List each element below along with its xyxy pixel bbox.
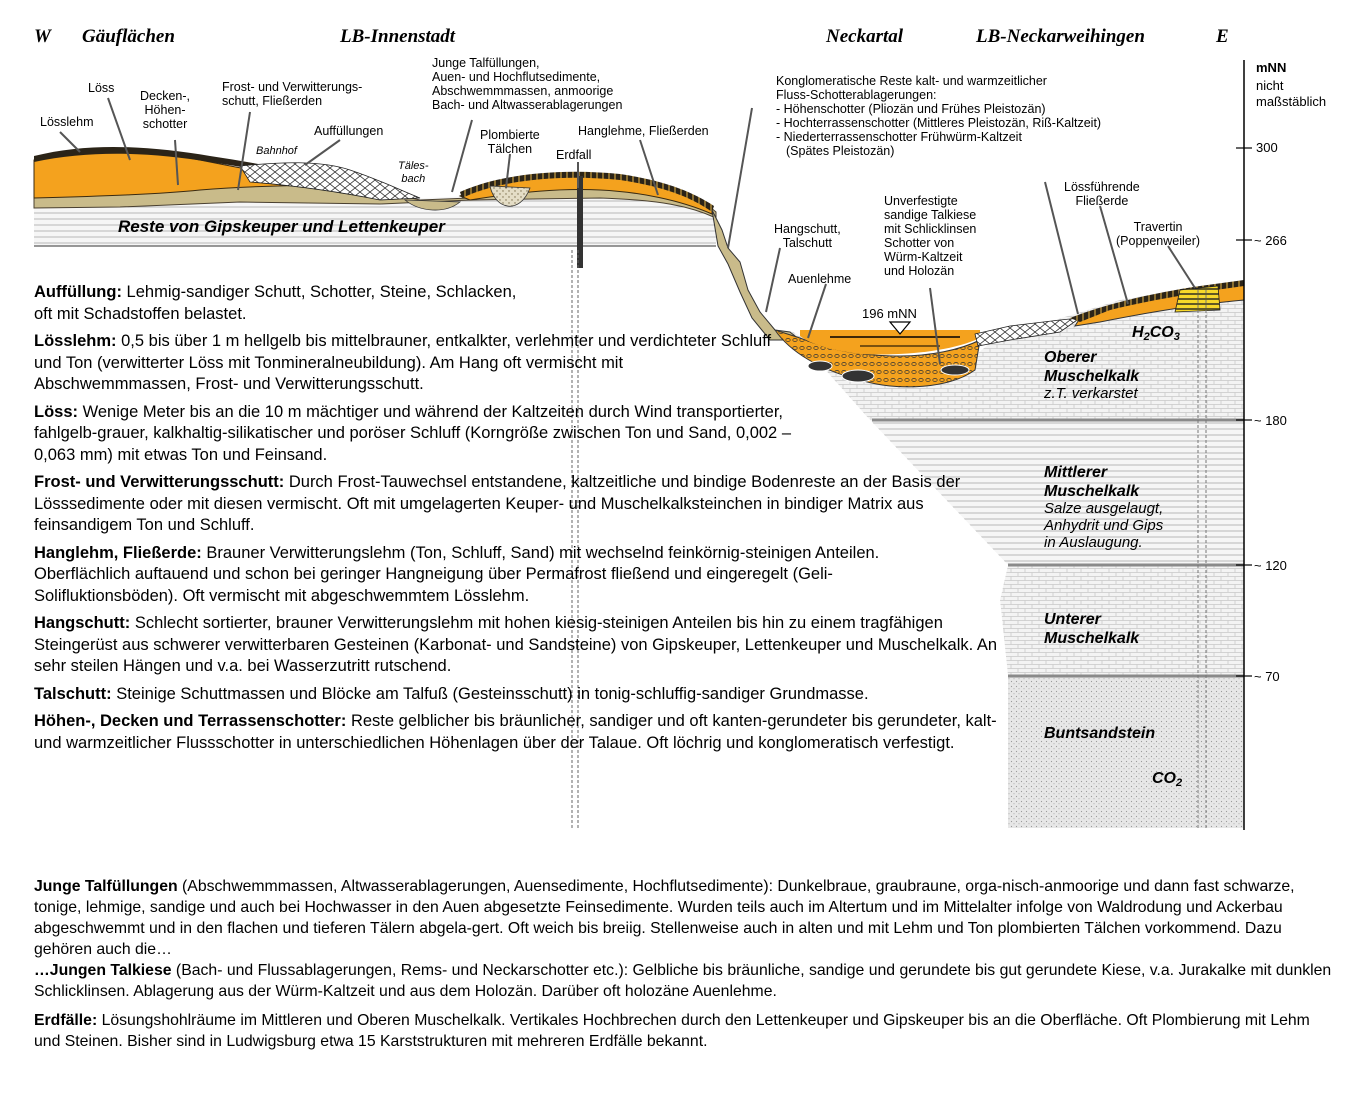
desc-frostschutt: Frost- und Verwitterungsschutt: Durch Fr…	[34, 473, 961, 534]
chem-h2co3: H2CO3	[1132, 324, 1180, 343]
water-level-marker	[888, 321, 912, 335]
header-west: W	[34, 26, 51, 47]
label-taelesbach: Täles-bach	[398, 160, 429, 185]
layer-oberer-note: z.T. verkarstet	[1044, 385, 1138, 402]
desc-hangschutt: Hangschutt: Schlecht sortierter, brauner…	[34, 614, 998, 675]
bottom-description-block: Junge Talfüllungen (Abschwemmmassen, Alt…	[34, 876, 1334, 1052]
erdfall-pipe	[577, 176, 583, 268]
description-block: Auffüllung: Lehmig-sandiger Schutt, Scho…	[34, 282, 1024, 754]
label-hangschutt: Hangschutt,Talschutt	[774, 222, 841, 250]
schlicklinse-2	[841, 369, 875, 383]
mittlerer-muschelkalk-layer	[870, 420, 1244, 565]
layer-buntsandstein: Buntsandstein	[1044, 725, 1156, 742]
desc-talschutt: Talschutt: Steinige Schuttmassen und Blö…	[34, 684, 869, 703]
buntsandstein-layer	[1008, 676, 1244, 828]
label-loesslehm: Lösslehm	[40, 115, 94, 129]
label-junge-talfuellungen: Junge Talfüllungen,Auen- und Hochflutsed…	[432, 56, 623, 112]
muschelkalk-left-bg	[34, 246, 1008, 828]
label-loess: Löss	[88, 81, 115, 95]
desc-loesslehm: Lösslehm: 0,5 bis über 1 m hellgelb bis …	[34, 332, 772, 393]
label-frostschutt: Frost- und Verwitterungs-schutt, Fließer…	[222, 80, 363, 108]
label-decken: Decken-,Höhen-schotter	[140, 89, 191, 131]
header-innenstadt: LB-Innenstadt	[340, 26, 456, 47]
label-travertin: Travertin(Poppenweiler)	[1116, 220, 1201, 248]
tick-300: 300	[1256, 140, 1278, 155]
desc-schotter: Höhen-, Decken und Terrassenschotter: Re…	[34, 712, 997, 752]
header-east: E	[1216, 26, 1229, 47]
layer-gipskeuper: Reste von Gipskeuper und Lettenkeuper	[118, 217, 445, 236]
label-hanglehme: Hanglehme, Fließerden	[578, 124, 709, 138]
hangschutt-left	[711, 209, 802, 341]
label-bahnhof: Bahnhof	[256, 145, 297, 157]
schlicklinse-3	[940, 364, 970, 376]
tick-70: ~ 70	[1254, 669, 1280, 684]
desc-erdfaelle: Erdfälle: Lösungshohlräume im Mittleren …	[34, 1012, 1310, 1050]
schlicklinse-1	[807, 360, 833, 372]
tick-180: ~ 180	[1254, 413, 1287, 428]
unterer-muschelkalk-layer	[1000, 565, 1244, 676]
tick-120: ~ 120	[1254, 558, 1287, 573]
header-gaeuflaechen: Gäuflächen	[82, 26, 175, 47]
desc-auffuellung: Auffüllung: Lehmig-sandiger Schutt, Scho…	[34, 283, 517, 323]
desc-loess: Löss: Wenige Meter bis an die 10 m mächt…	[34, 402, 791, 464]
desc-junge-talfuellungen: Junge Talfüllungen (Abschwemmmassen, Alt…	[34, 878, 1332, 1000]
label-konglomeratische-reste: Konglomeratische Reste kalt- und warmzei…	[776, 74, 1102, 158]
auffuellung-right	[974, 317, 1082, 347]
hanglehm-innenstadt	[460, 171, 714, 212]
label-water-level: 196 mNN	[862, 306, 917, 321]
taelesbach-fill	[403, 199, 462, 211]
plombierte-taelchen	[489, 185, 531, 207]
scale-unit: mNN	[1256, 60, 1287, 75]
label-erdfall: Erdfall	[556, 148, 592, 162]
tick-266: ~ 266	[1254, 233, 1287, 248]
desc-hanglehm: Hanglehm, Fließerde: Brauner Verwitterun…	[34, 543, 880, 605]
travertin	[1174, 285, 1221, 313]
header-neckartal: Neckartal	[826, 26, 904, 47]
gipskeuper-layer	[34, 196, 716, 246]
leader-lines	[59, 97, 1196, 365]
header-neckarweihingen: LB-Neckarweihingen	[976, 26, 1145, 47]
auffuellung-bahnhof	[239, 162, 421, 201]
loesslehm-layer	[34, 146, 330, 182]
label-auenlehme: Auenlehme	[788, 272, 852, 286]
chem-co2: CO2	[1152, 770, 1183, 789]
label-auffuellungen: Auffüllungen	[314, 124, 384, 138]
auenlehm	[800, 330, 980, 355]
